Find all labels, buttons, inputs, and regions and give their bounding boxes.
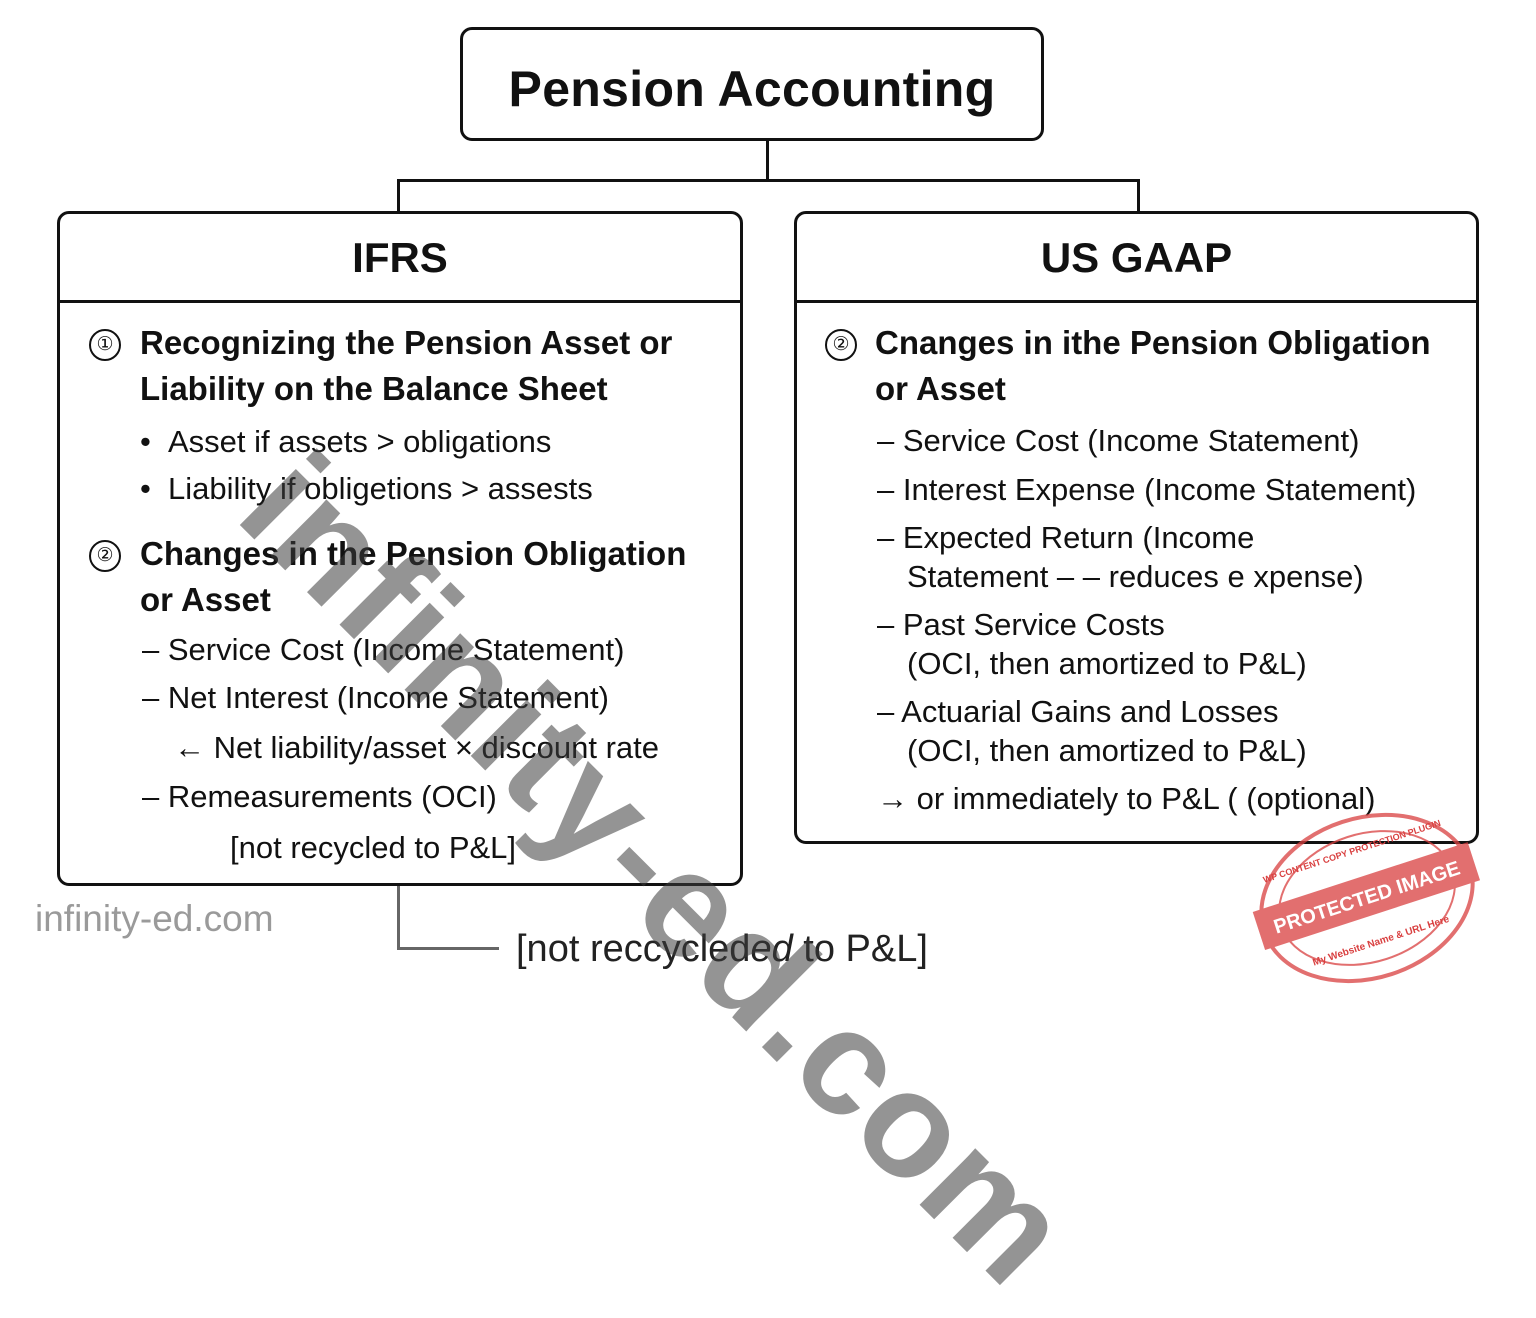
bottom-note-end: to P&L] xyxy=(792,928,928,970)
us-gaap-expected-return-line1: – Expected Return (Income xyxy=(877,520,1255,555)
connector-bottom-horizontal xyxy=(397,947,499,950)
ifrs-header-label: IFRS xyxy=(352,234,448,281)
us-gaap-actuarial-line1: – Actuarial Gains and Losses xyxy=(877,694,1279,729)
us-gaap-expected-return-line2: Statement – – reduces e xpense) xyxy=(907,559,1364,594)
us-gaap-past-service-line1: – Past Service Costs xyxy=(877,607,1165,642)
ifrs-bullet-liability-text: Liability if obligetions > assests xyxy=(168,471,593,506)
ifrs-section2-number: ② xyxy=(89,540,121,572)
us-gaap-section-number: ② xyxy=(825,329,857,361)
connector-horizontal xyxy=(397,179,1140,182)
ifrs-not-recycled-note: [not recycled to P&L] xyxy=(230,830,517,865)
ifrs-section2-heading-line2: or Asset xyxy=(140,581,271,618)
bottom-not-recycled-note: [not reccycleded to P&L] xyxy=(516,928,928,971)
us-gaap-actuarial-line2: (OCI, then amortized to P&L) xyxy=(907,733,1307,768)
connector-bottom-drop xyxy=(397,886,400,949)
ifrs-bullet-liability: • Liability if obligetions > assests xyxy=(140,471,593,507)
site-watermark: infinity-ed.com xyxy=(35,898,274,939)
us-gaap-heading-line1: Cnanges in ithe Pension Obligation xyxy=(875,324,1431,361)
us-gaap-heading-line2: or Asset xyxy=(875,370,1006,407)
ifrs-section1-heading-line2: Liability on the Balance Sheet xyxy=(140,370,608,407)
us-gaap-past-service-costs: – Past Service Costs (OCI, then amortize… xyxy=(877,605,1307,683)
bullet-icon: • xyxy=(140,471,151,506)
ifrs-header: IFRS xyxy=(60,214,740,303)
us-gaap-expected-return: – Expected Return (Income Statement – – … xyxy=(877,518,1364,596)
ifrs-service-cost: – Service Cost (Income Statement) xyxy=(142,632,625,667)
ifrs-net-interest-formula: ← Net liability/asset × discount rate xyxy=(174,730,660,765)
bullet-icon: • xyxy=(140,424,151,459)
diagram-title: Pension Accounting xyxy=(508,61,996,117)
ifrs-bullet-asset-text: Asset if assets > obligations xyxy=(168,424,552,459)
title-box: Pension Accounting xyxy=(460,27,1044,141)
us-gaap-past-service-line2: (OCI, then amortized to P&L) xyxy=(907,646,1307,681)
ifrs-bullet-asset: • Asset if assets > obligations xyxy=(140,424,551,460)
ifrs-panel: IFRS ① Recognizing the Pension Asset or … xyxy=(57,211,743,886)
connector-title-stem xyxy=(766,141,769,181)
us-gaap-immediate-option: → or immediately to P&L ( (optional) xyxy=(877,781,1376,816)
us-gaap-interest-expense: – Interest Expense (Income Statement) xyxy=(877,472,1417,507)
connector-gaap-drop xyxy=(1137,179,1140,212)
us-gaap-panel: US GAAP ② Cnanges in ithe Pension Obliga… xyxy=(794,211,1479,844)
ifrs-section1-number: ① xyxy=(89,329,121,361)
ifrs-section2-heading-line1: Changes in the Pension Obligation xyxy=(140,535,687,572)
us-gaap-header: US GAAP xyxy=(797,214,1476,303)
protected-image-stamp: PROTECTED IMAGE WP CONTENT COPY PROTECTI… xyxy=(1252,812,1481,984)
bottom-note-italic: ed xyxy=(750,928,793,970)
us-gaap-actuarial-gains-losses: – Actuarial Gains and Losses (OCI, then … xyxy=(877,692,1307,770)
us-gaap-service-cost: – Service Cost (Income Statement) xyxy=(877,423,1360,458)
ifrs-net-interest: – Net Interest (Income Statement) xyxy=(142,680,609,715)
ifrs-section1-heading-line1: Recognizing the Pension Asset or xyxy=(140,324,673,361)
us-gaap-header-label: US GAAP xyxy=(1040,234,1233,281)
connector-ifrs-drop xyxy=(397,179,400,212)
ifrs-remeasurements: – Remeasurements (OCI) xyxy=(142,779,497,814)
bottom-note-start: [not reccycled xyxy=(516,928,751,970)
